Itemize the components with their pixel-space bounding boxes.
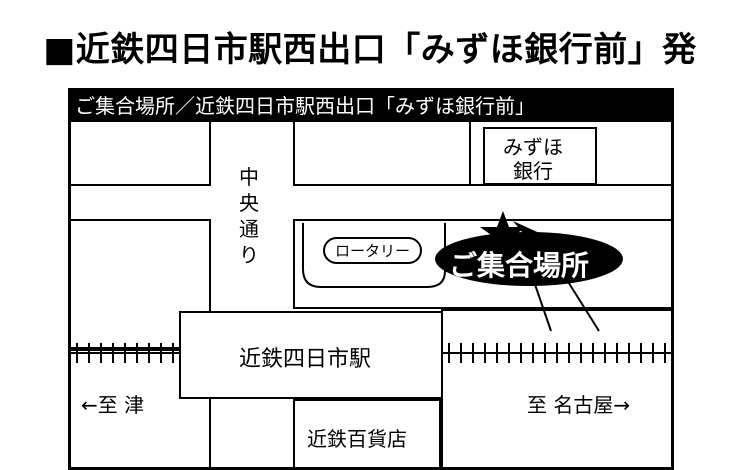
street-label-char-2: 央 [239, 191, 259, 215]
page-title: ■近鉄四日市駅西出口「みずほ銀行前」発 [43, 30, 697, 70]
block-bottom-right [441, 309, 671, 467]
street-label-char-1: 中 [239, 165, 259, 189]
street-label-char-3: 通 [239, 217, 259, 241]
meeting-point-marker [435, 211, 623, 286]
department-store-label: 近鉄百貨店 [307, 427, 407, 451]
meeting-point-label: ご集合場所 [449, 249, 590, 282]
bank-label-line1: みずほ [503, 135, 563, 159]
area-map: ご集合場所／近鉄四日市駅西出口「みずほ銀行前」 みずほ 銀行 中 央 通 り ロ… [68, 88, 674, 470]
map-banner: ご集合場所／近鉄四日市駅西出口「みずほ銀行前」 [71, 91, 671, 122]
bank-label-line2: 銀行 [513, 159, 553, 183]
rotary-island [302, 223, 446, 288]
bank-building [483, 127, 597, 185]
direction-nagoya: 至 名古屋→ [527, 393, 631, 417]
station-building [179, 311, 443, 399]
block-top-middle [293, 120, 471, 186]
station-label: 近鉄四日市駅 [239, 347, 372, 372]
rotary-label: ロータリー [323, 237, 423, 264]
street-label-char-4: り [239, 243, 259, 267]
direction-tsu: ←至 津 [81, 393, 145, 417]
department-store-building [293, 399, 441, 467]
